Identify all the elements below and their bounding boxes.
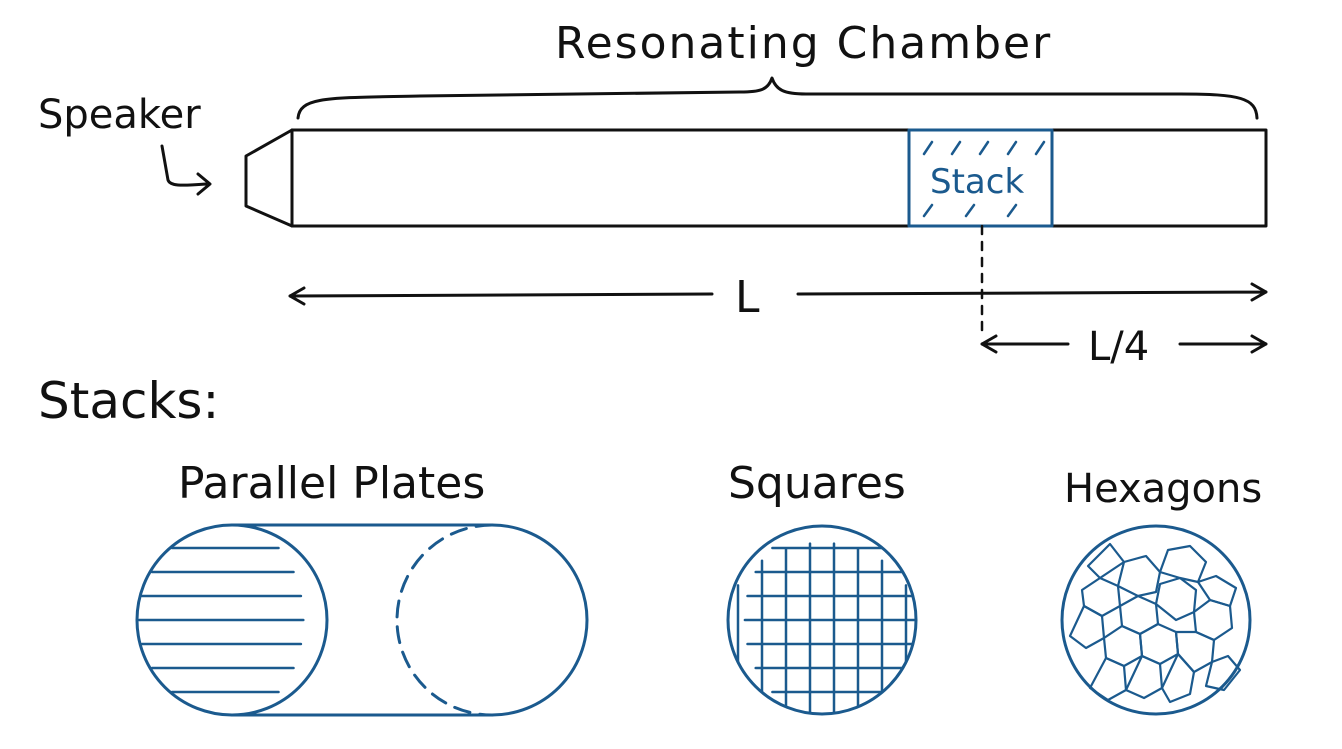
- length-label: L: [735, 272, 760, 323]
- hexagons-icon: [1060, 524, 1252, 716]
- squares-label: Squares: [728, 458, 906, 509]
- resonator-tube: [290, 128, 1268, 228]
- parallel-plates-label: Parallel Plates: [178, 458, 485, 509]
- parallel-plates-icon: [135, 523, 589, 717]
- speaker-pointer-arrow: [160, 144, 212, 196]
- hexagons-label: Hexagons: [1064, 466, 1262, 512]
- resonating-chamber-brace: [296, 76, 1259, 120]
- quarter-length-label: L/4: [1088, 324, 1149, 370]
- stack-label: Stack: [930, 162, 1024, 202]
- length-dimension: L: [288, 272, 1268, 323]
- stacks-heading: Stacks:: [38, 372, 219, 430]
- quarter-length-dimension: L/4: [980, 324, 1268, 370]
- speaker-icon: [244, 128, 294, 228]
- speaker-label: Speaker: [38, 92, 201, 138]
- squares-icon: [726, 524, 918, 716]
- stack-block: Stack: [907, 128, 1054, 228]
- resonating-chamber-label: Resonating Chamber: [555, 18, 1052, 69]
